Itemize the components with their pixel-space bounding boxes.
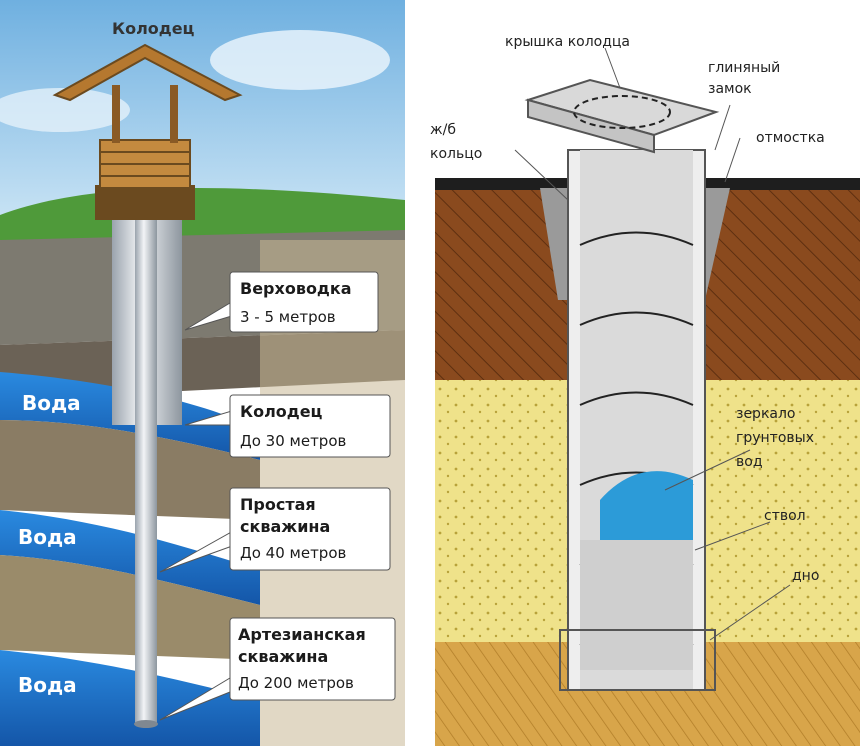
post: [112, 85, 120, 143]
callout-title-2: скважина: [238, 647, 328, 666]
callout-title-2: скважина: [240, 517, 330, 536]
callout-depth: 3 - 5 метров: [240, 308, 336, 326]
ring-seam: [579, 231, 694, 246]
callout-depth: До 30 метров: [240, 432, 346, 450]
lid-label: крышка колодца: [505, 34, 630, 50]
clay-layer: [0, 420, 260, 520]
clay-lock-label-2: замок: [708, 81, 752, 97]
callout-depth: До 200 метров: [238, 674, 354, 692]
callout-well: Колодец До 30 метров: [184, 394, 391, 458]
water-label-3: Вода: [18, 673, 77, 697]
post: [170, 85, 178, 143]
sand-layer: [0, 555, 260, 660]
well-roof: [52, 43, 243, 102]
callout-title: Артезианская: [238, 625, 366, 644]
clay-lock-right: [705, 188, 730, 300]
ring-label: ж/б: [430, 122, 456, 138]
borehole-pipe: [135, 215, 157, 725]
ring-label-2: кольцо: [430, 146, 482, 162]
mirror-label-3: вод: [736, 454, 763, 470]
pipe-end: [134, 720, 158, 728]
water-label-1: Вода: [22, 391, 81, 415]
callout-artesian-borehole: Артезианская скважина До 200 метров: [159, 617, 396, 721]
water-layer-3: [0, 650, 260, 746]
cloud: [210, 30, 390, 90]
well-title: Колодец: [112, 19, 195, 38]
ring-seam: [579, 311, 694, 326]
well-frame: [95, 185, 195, 220]
callout-title: Верховодка: [240, 279, 352, 298]
well-base: [559, 629, 716, 691]
callout-title: Простая: [240, 495, 316, 514]
blind-area-label: отмостка: [756, 130, 825, 146]
callout-title: Колодец: [240, 402, 323, 421]
clay-lock-label: глиняный: [708, 60, 780, 76]
well-construction-panel: крышка колодца глиняный замок ж/б кольцо…: [420, 0, 860, 746]
mirror-label-2: грунтовых: [736, 430, 814, 446]
clay-lock-left: [540, 188, 568, 300]
water-label-2: Вода: [18, 525, 77, 549]
callout-depth: До 40 метров: [240, 544, 346, 562]
well-cross-section: крышка колодца глиняный замок ж/б кольцо…: [430, 34, 860, 746]
lid-hatch: [573, 95, 671, 129]
callout-perched-water: Верховодка 3 - 5 метров: [184, 271, 379, 333]
ring-seam: [579, 391, 694, 406]
cloud: [0, 88, 130, 132]
bottom-label: дно: [792, 568, 819, 584]
well-types-panel: Колодец Вода Вода Вода Верховодка 3 - 5 …: [0, 0, 405, 746]
gravel-filter: [580, 540, 693, 670]
mirror-label: зеркало: [736, 406, 796, 422]
callout-simple-borehole: Простая скважина До 40 метров: [159, 487, 391, 573]
well-types-illustration: Колодец Вода Вода Вода Верховодка 3 - 5 …: [0, 0, 405, 746]
water-layer-2: [0, 510, 260, 605]
shaft-label: ствол: [764, 508, 806, 524]
